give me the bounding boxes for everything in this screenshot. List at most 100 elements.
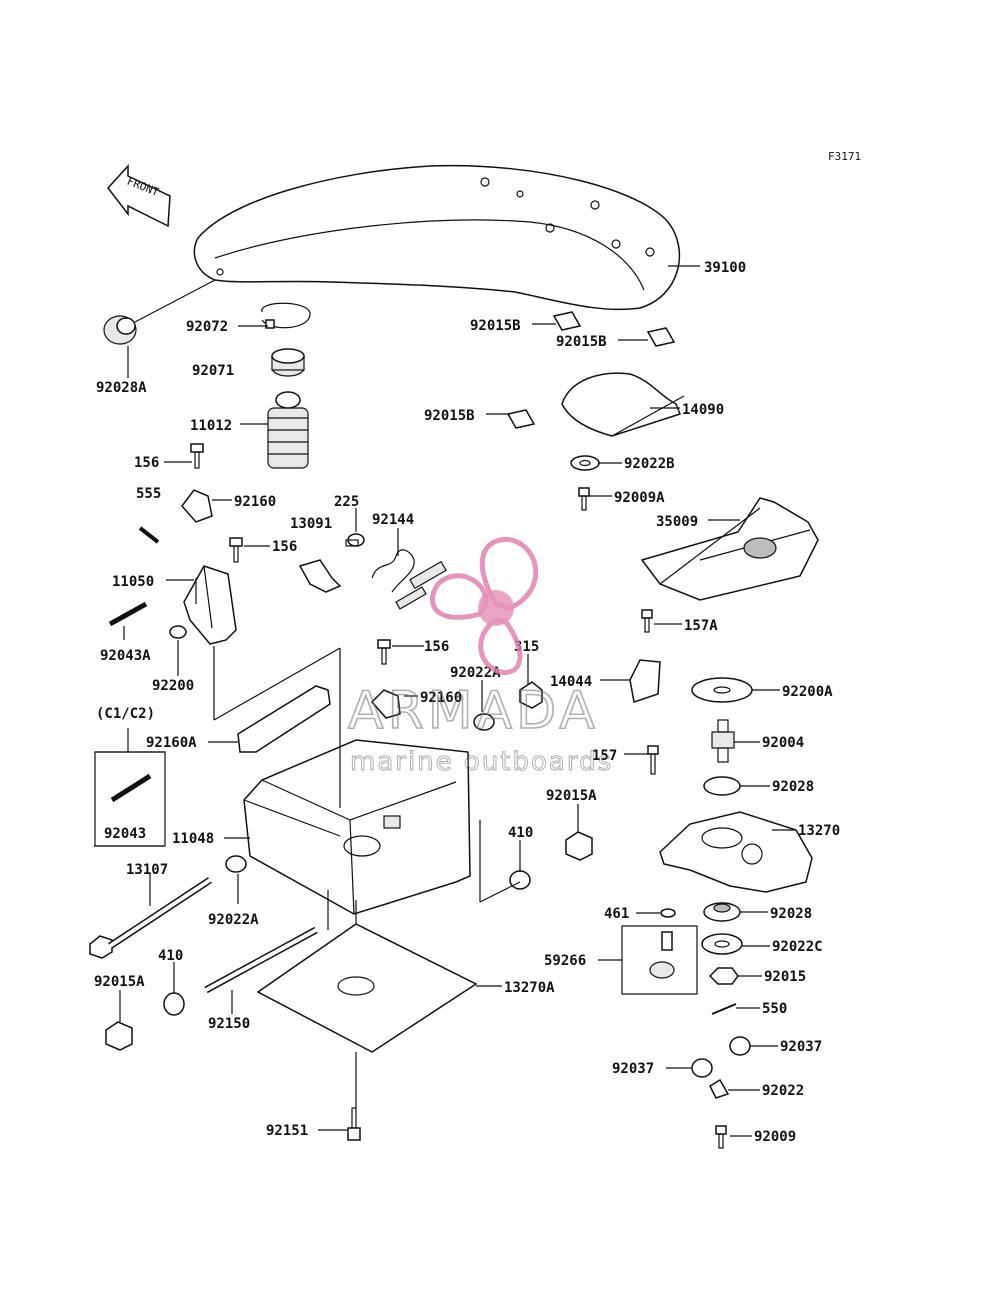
nut-part-92015a-b — [105, 1021, 133, 1051]
part-label: 92022B — [624, 456, 675, 472]
part-label: 35009 — [656, 514, 698, 530]
watermark-brand: ARMADA — [348, 681, 599, 741]
part-label: 156 — [272, 539, 297, 555]
part-label: 11048 — [172, 831, 214, 847]
spring-part-92144 — [371, 549, 447, 610]
part-label: 92160 — [420, 690, 462, 706]
washer-part-92028-b — [703, 902, 741, 922]
part-label: 14090 — [682, 402, 724, 418]
washer-part-92022a-b — [225, 855, 247, 873]
washer-part-92028-a — [703, 776, 741, 796]
part-label: 461 — [604, 906, 629, 922]
part-label: 92150 — [208, 1016, 250, 1032]
bracket-part-35009 — [640, 497, 819, 601]
clip-part-92022 — [709, 1078, 730, 1099]
part-label: 14044 — [550, 674, 592, 690]
part-label: 92022A — [450, 665, 501, 681]
washer-part-92022a-a — [473, 713, 495, 731]
part-label: 92028 — [770, 906, 812, 922]
plate-part-13270a — [256, 923, 478, 1053]
bolt-part-13107 — [89, 877, 212, 959]
washer-part-92022c — [701, 933, 743, 955]
bracket-part-14044 — [629, 659, 661, 703]
clip-part-92037-b — [691, 1058, 713, 1078]
part-label: 11050 — [112, 574, 154, 590]
part-label: 92022 — [762, 1083, 804, 1099]
part-label: 410 — [158, 948, 183, 964]
washer-part-410-a — [509, 870, 531, 890]
grommet-part-92028a — [103, 279, 216, 345]
clip-part-92015b-b — [646, 327, 676, 347]
clip-part-92015b-a — [552, 311, 582, 331]
pin-part-555 — [138, 526, 160, 544]
part-label: 92160A — [146, 735, 197, 751]
leader-lines — [94, 265, 796, 1137]
part-label: 92037 — [780, 1039, 822, 1055]
clip-part-92037-a — [729, 1036, 751, 1056]
pin-part-92043 — [110, 773, 152, 803]
bolt-part-156-a — [190, 443, 204, 469]
part-label: 11012 — [190, 418, 232, 434]
part-label: 92009 — [754, 1129, 796, 1145]
part-label: 92009A — [614, 490, 665, 506]
assembly-box-59266 — [621, 925, 698, 995]
cotter-pin-part-550 — [711, 1003, 737, 1015]
front-arrow-icon: FRONT — [107, 164, 171, 228]
part-label: 39100 — [704, 260, 746, 276]
part-label: 92015B — [556, 334, 607, 350]
bolt-part-156-b — [229, 537, 243, 563]
figure-code: F3171 — [828, 150, 861, 163]
washer-part-461 — [660, 908, 676, 918]
part-label: 157A — [684, 618, 718, 634]
watermark: ARMADA marine outboards — [347, 537, 613, 778]
bracket-part-11050 — [183, 565, 237, 645]
rubber-part-92160-b — [370, 689, 401, 719]
part-label: 13270A — [504, 980, 555, 996]
part-label: 92144 — [372, 512, 414, 528]
group-label: (C1/C2) — [96, 706, 155, 722]
part-label: 92071 — [192, 363, 234, 379]
part-label: 92022C — [772, 939, 823, 955]
part-label: 92015B — [424, 408, 475, 424]
part-label: 410 — [508, 825, 533, 841]
clip-part-92015b-c — [506, 409, 536, 429]
part-label: 550 — [762, 1001, 787, 1017]
part-label: 13091 — [290, 516, 332, 532]
part-label: 157 — [592, 748, 617, 764]
part-label: 92015B — [470, 318, 521, 334]
deck-cover-part — [193, 164, 681, 311]
screw-part-92009a — [578, 487, 590, 511]
plate-part-13091 — [298, 559, 342, 593]
propeller-logo-icon — [430, 537, 539, 675]
cap-part-92071 — [271, 348, 305, 377]
washer-part-92200a — [691, 677, 753, 703]
part-label: 92028A — [96, 380, 147, 396]
part-label: 92004 — [762, 735, 804, 751]
part-label: 92151 — [266, 1123, 308, 1139]
part-label: 92015A — [94, 974, 145, 990]
stud-part-92004 — [711, 719, 735, 763]
part-label: 13107 — [126, 862, 168, 878]
part-label: 92015A — [546, 788, 597, 804]
part-label: 92200A — [782, 684, 833, 700]
part-label: 156 — [424, 639, 449, 655]
screw-part-92009 — [715, 1125, 727, 1149]
nut-part-92015a-a — [565, 831, 593, 861]
part-labels: 39100 92028A 92072 92071 11012 156 92015… — [94, 260, 840, 1145]
cover-part-14090 — [561, 372, 681, 437]
bellows-part-11012 — [267, 391, 309, 469]
watermark-tagline: marine outboards — [350, 747, 613, 777]
screw-part-225 — [345, 533, 365, 547]
part-label: 92200 — [152, 678, 194, 694]
part-label: 92043 — [104, 826, 146, 842]
part-label: 92028 — [772, 779, 814, 795]
part-label: 92037 — [612, 1061, 654, 1077]
bolt-part-92151 — [347, 1107, 361, 1141]
bolt-part-157 — [647, 745, 659, 775]
part-label: 92043A — [100, 648, 151, 664]
bolt-part-156-c — [377, 639, 391, 665]
bolt-part-157a — [641, 609, 653, 633]
nut-part-92015 — [708, 967, 739, 985]
plate-part-13270 — [659, 811, 813, 893]
